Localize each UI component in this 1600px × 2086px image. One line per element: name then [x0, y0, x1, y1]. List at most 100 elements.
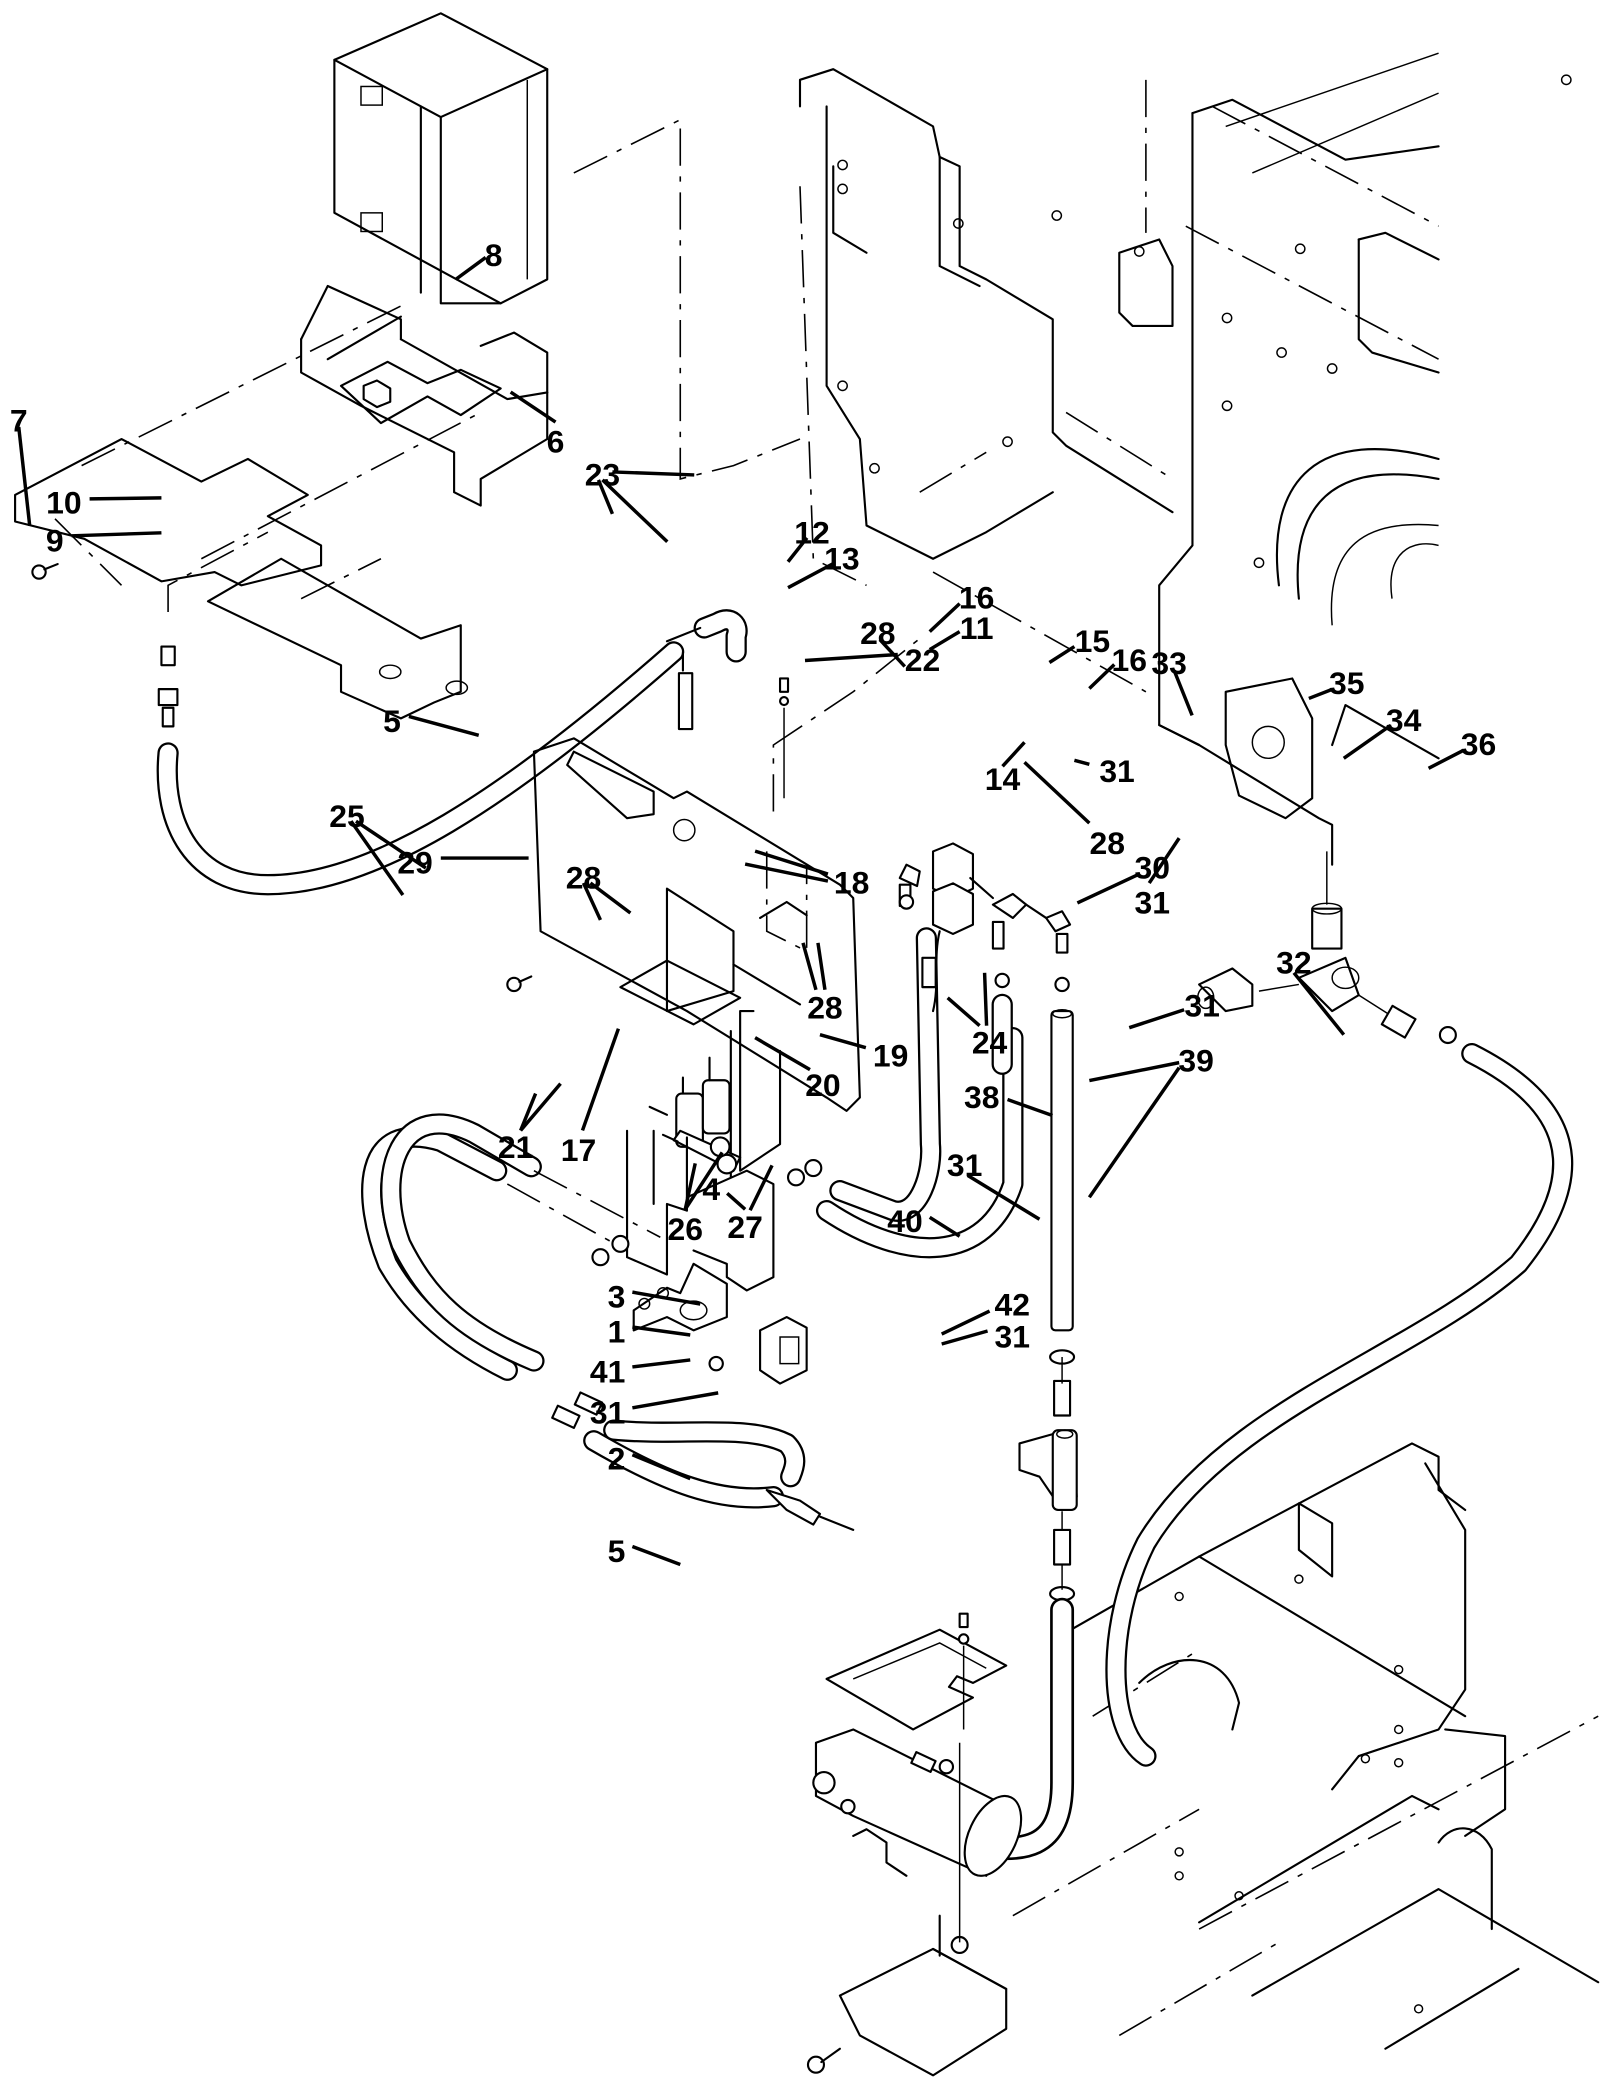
- callout-number: 10: [46, 485, 81, 521]
- callout-17-pump-bracket: 17: [561, 1028, 621, 1168]
- callout-number: 15: [1075, 623, 1111, 659]
- callout-leader-line: [1001, 741, 1026, 768]
- callout-15-elbow: 15: [1048, 623, 1111, 664]
- callout-number: 27: [727, 1209, 763, 1245]
- callout-leader-line: [928, 1215, 961, 1238]
- callout-leader-line: [1128, 1008, 1185, 1030]
- callout-24-hose: 24: [946, 972, 1008, 1060]
- callout-31-clamp: 31: [1073, 753, 1135, 789]
- callout-leader-line: [928, 602, 961, 633]
- callout-leader-line: [632, 1325, 691, 1337]
- callout-leader-line: [1076, 872, 1140, 905]
- callout-number: 36: [1461, 726, 1497, 762]
- small-hardware: [31, 563, 970, 1943]
- callout-leader-line: [1088, 663, 1116, 690]
- callout-34-tee: 34: [1342, 702, 1422, 760]
- callout-leader-line: [1147, 837, 1181, 884]
- callout-31-clamp: 31: [1134, 837, 1181, 921]
- callout-number: 29: [397, 845, 433, 881]
- panel: [532, 637, 921, 1179]
- callout-number: 20: [805, 1067, 841, 1103]
- callout-leader-line: [408, 714, 480, 738]
- callout-number: 28: [807, 989, 843, 1025]
- callout-leader-line: [89, 496, 162, 501]
- tank-plate: [825, 1628, 1008, 1731]
- callout-leader-line: [819, 1033, 867, 1050]
- callout-number: 28: [566, 860, 602, 896]
- pumps: [648, 1056, 742, 1175]
- callout-leader-line: [632, 1391, 719, 1410]
- tee-assembly: [1197, 851, 1457, 1045]
- callout-36-connector: 36: [1427, 726, 1497, 770]
- callout-leader-line: [982, 972, 989, 1026]
- callout-28-clamp: 28: [1023, 761, 1125, 861]
- callout-leader-line: [748, 1164, 774, 1212]
- battery: [333, 12, 549, 305]
- callout-leader-line: [601, 478, 669, 544]
- callout-leader-line: [786, 536, 809, 563]
- callout-5-bolt: 5: [383, 703, 480, 739]
- callout-number: 4: [702, 1171, 720, 1207]
- callout-number: 17: [561, 1132, 597, 1168]
- callout-28-clamp: 28: [801, 942, 843, 1025]
- callout-13-washer: 13: [787, 540, 860, 590]
- callout-number: 22: [905, 642, 941, 678]
- callout-32-hose: 32: [1276, 944, 1346, 1036]
- callout-leader-line: [589, 881, 632, 915]
- callout-leader-line: [349, 820, 405, 896]
- callout-11-valve: 11: [928, 610, 993, 652]
- callout-leader-line: [1006, 1097, 1054, 1118]
- callout-leader-line: [928, 630, 961, 652]
- callout-number: 26: [668, 1211, 704, 1247]
- callout-number: 14: [985, 761, 1021, 797]
- callout-leader-line: [1087, 1066, 1181, 1199]
- callout-number: 16: [1112, 642, 1148, 678]
- callout-leader-line: [1427, 748, 1465, 770]
- hose-32: [1105, 1043, 1574, 1767]
- valve-assembly: [898, 842, 1072, 1075]
- callout-leader-line: [631, 1453, 691, 1481]
- callout-number: 13: [824, 540, 860, 576]
- callout-number: 3: [608, 1279, 626, 1315]
- callout-number: 5: [383, 703, 401, 739]
- callout-22-tee: 22: [804, 642, 941, 678]
- callout-leader-line: [355, 819, 427, 870]
- callout-leader-line: [1308, 687, 1333, 701]
- callout-leader-line: [509, 390, 557, 424]
- hose-25: [361, 1113, 661, 1381]
- callout-20-screw: 20: [754, 1036, 841, 1103]
- callout-leader-line: [804, 652, 898, 663]
- callout-16-elbow: 16: [1088, 642, 1148, 690]
- callout-31-clamp: 31: [1128, 987, 1220, 1030]
- callout-35-adapter: 35: [1308, 665, 1365, 701]
- callout-number: 31: [947, 1147, 983, 1183]
- callout-number: 9: [46, 522, 64, 558]
- callout-leader-line: [632, 1290, 701, 1306]
- callout-leader-line: [596, 479, 615, 515]
- lower-frame-holes: [1174, 1574, 1424, 2014]
- hose-24: [815, 927, 1024, 1259]
- callout-leader-line: [726, 1192, 747, 1211]
- callout-9-fitting: 9: [46, 522, 162, 558]
- callout-number: 31: [1134, 885, 1170, 921]
- callout-leader-line: [454, 256, 487, 281]
- callout-31-clamp: 31: [947, 1147, 1041, 1221]
- callout-number: 18: [834, 865, 870, 901]
- check-valve: [1018, 1356, 1078, 1602]
- callout-leader-line: [580, 1028, 621, 1132]
- callout-leader-line: [754, 1036, 811, 1072]
- callout-leader-line: [801, 942, 818, 991]
- callouts: 1234556789101112131415161617181920212223…: [10, 237, 1496, 1569]
- callout-leader-line: [940, 1309, 991, 1336]
- battery-leader: [573, 118, 801, 480]
- callout-21-connector: 21: [498, 1082, 562, 1165]
- callout-6-battery-tray: 6: [509, 390, 564, 460]
- callout-8-nut: 8: [454, 237, 503, 281]
- callout-31-clamp: 31: [590, 1391, 719, 1430]
- hose-30: [1049, 1009, 1076, 1365]
- callout-leader-line: [787, 562, 834, 590]
- callout-number: 40: [887, 1203, 923, 1239]
- callout-number: 31: [1184, 987, 1220, 1023]
- callout-leader-line: [17, 426, 32, 527]
- callout-leader-line: [1089, 1060, 1180, 1083]
